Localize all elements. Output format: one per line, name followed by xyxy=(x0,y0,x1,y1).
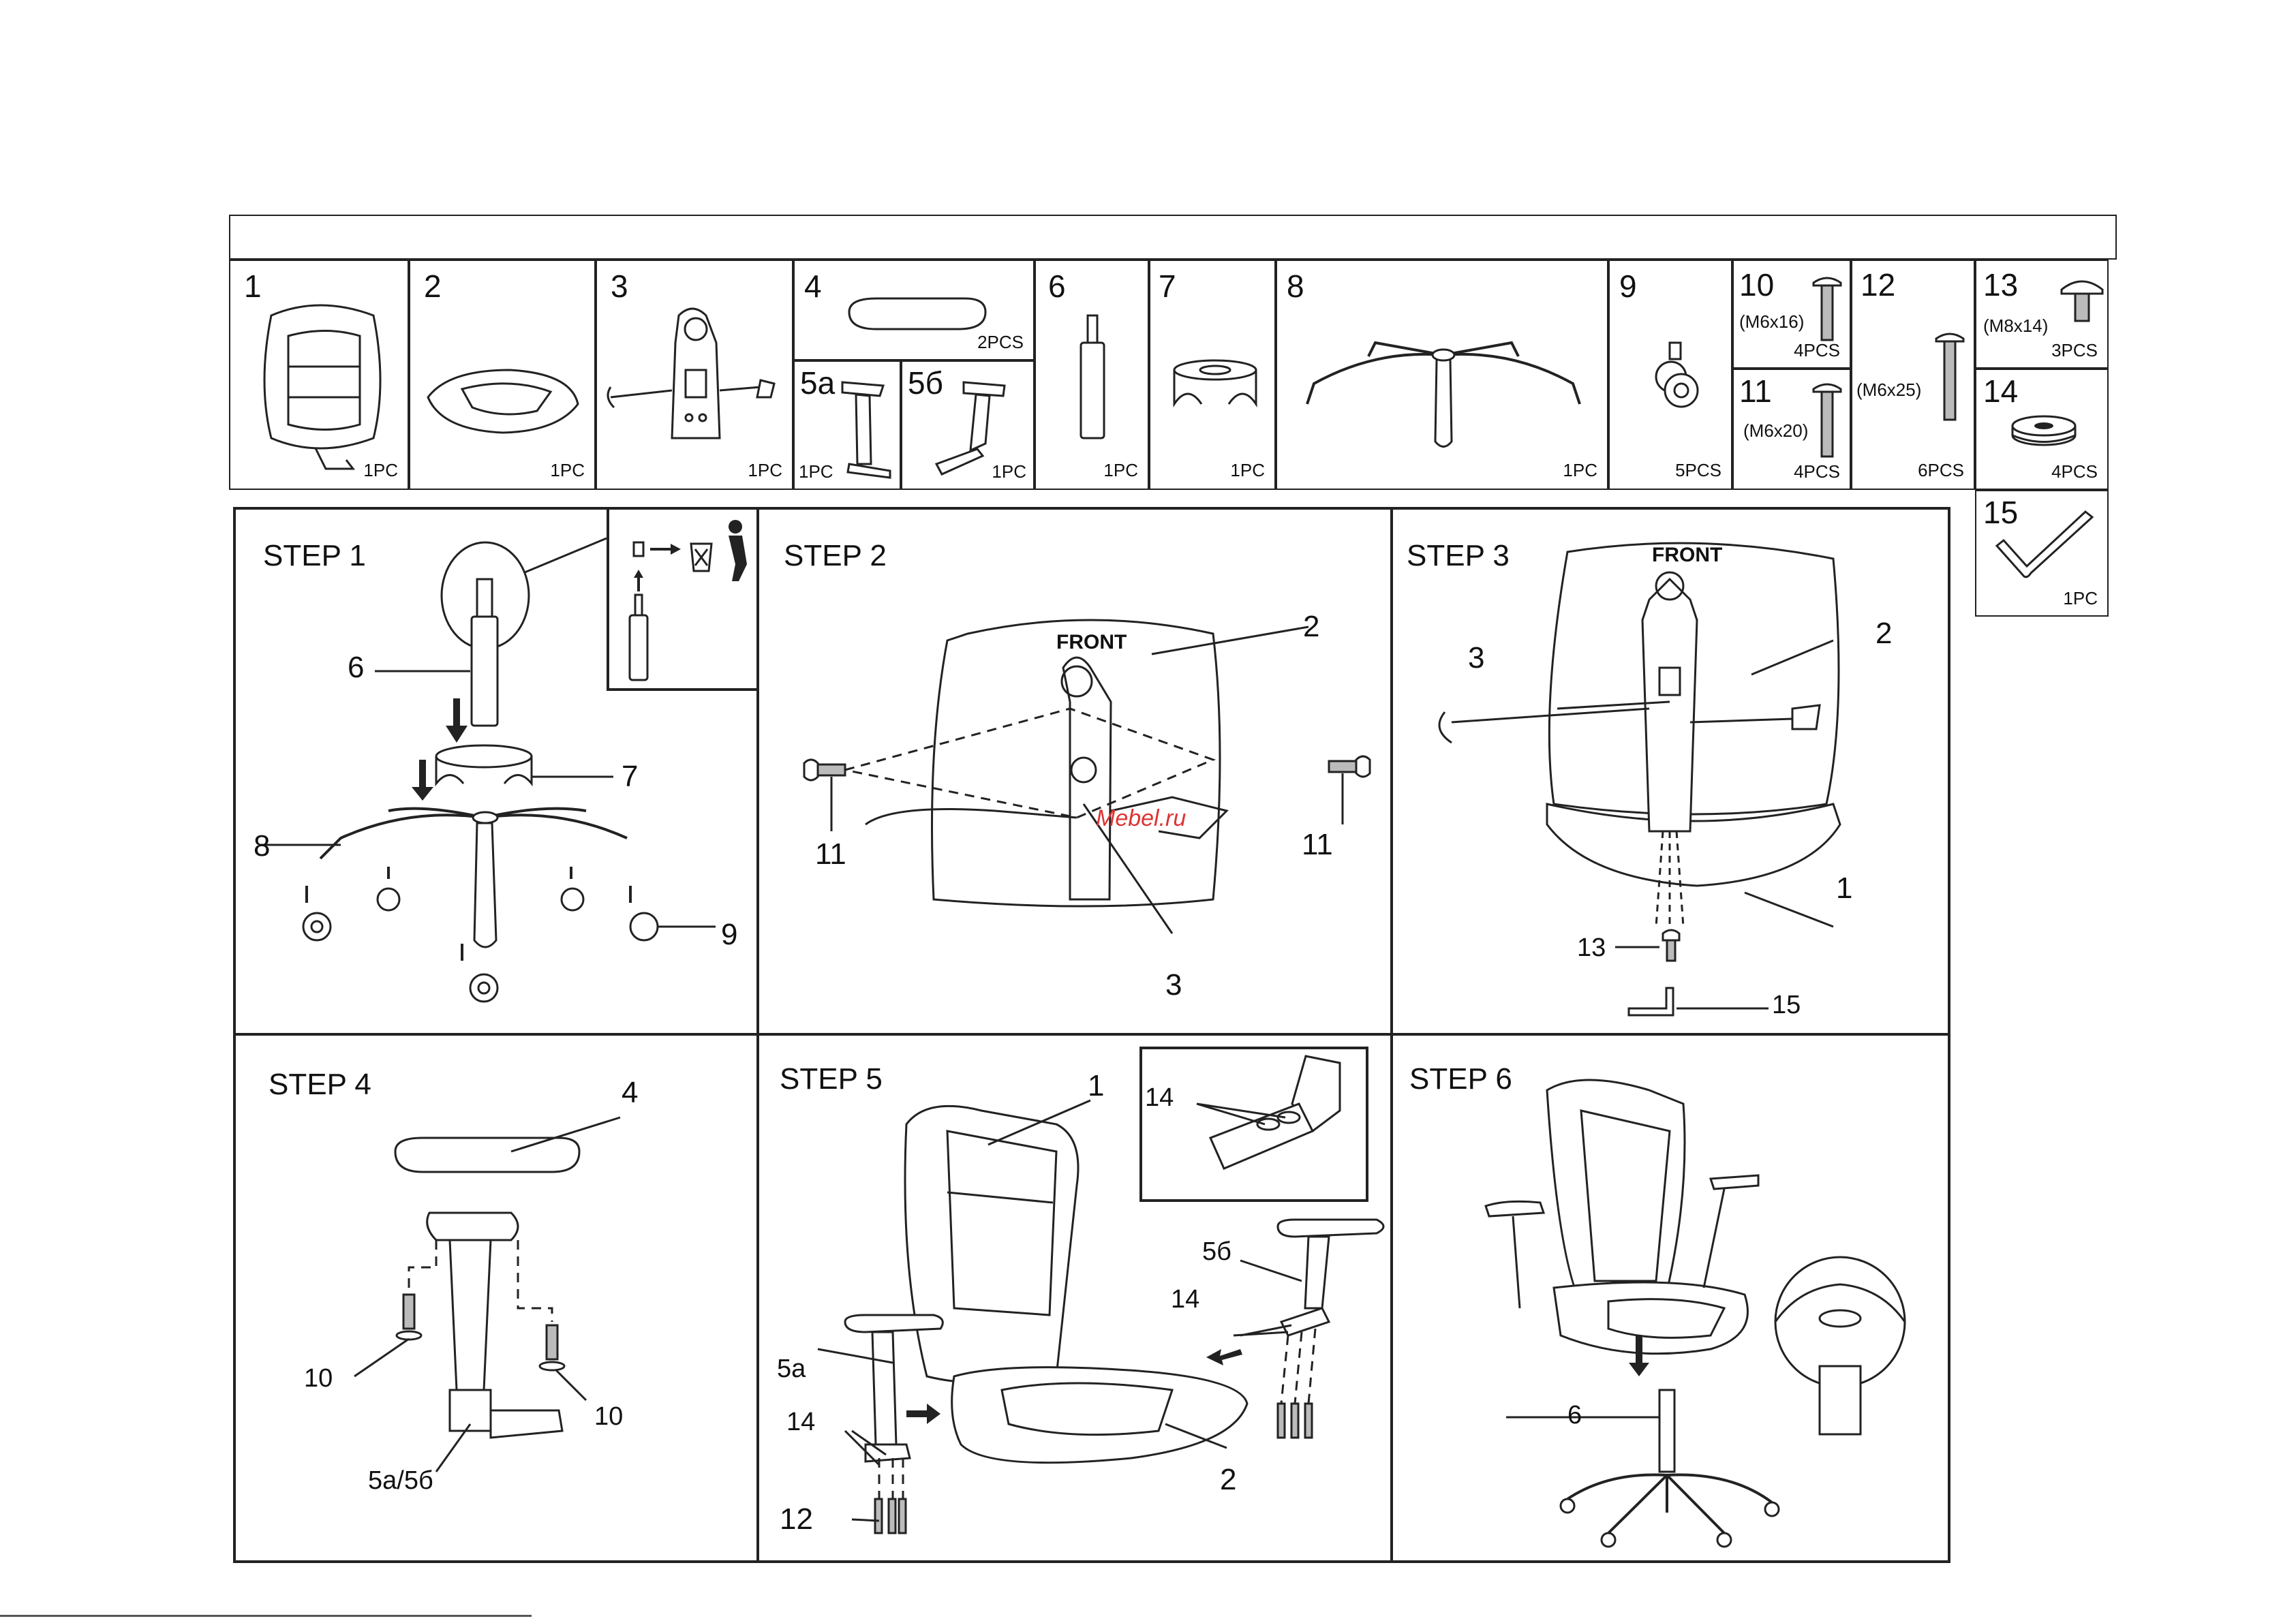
part-cell-7: 7 1PC xyxy=(1149,260,1276,490)
part-cell-3: 3 1PC xyxy=(596,260,793,490)
step-1-inset xyxy=(607,507,759,691)
part-qty: 4PCS xyxy=(1794,463,1840,480)
callout-7: 7 xyxy=(622,762,638,792)
part-qty: 3PCS xyxy=(2051,341,2098,359)
callout-10-right: 10 xyxy=(594,1404,623,1429)
part-number: 3 xyxy=(611,270,628,302)
part-qty: 6PCS xyxy=(1918,461,1964,479)
callout-13: 13 xyxy=(1577,935,1606,961)
part-number: 7 xyxy=(1159,270,1176,302)
callout-9: 9 xyxy=(721,920,737,950)
watermark: Mebel.ru xyxy=(1096,807,1186,830)
callout-2: 2 xyxy=(1876,619,1892,649)
part-qty: 4PCS xyxy=(2051,463,2098,480)
gas-lift-cover-icon xyxy=(1164,356,1266,418)
callout-2: 2 xyxy=(1303,612,1319,642)
callout-3: 3 xyxy=(1165,970,1182,1000)
callout-2: 2 xyxy=(1220,1465,1236,1495)
step-5-illustration xyxy=(763,1063,1404,1567)
callout-15: 15 xyxy=(1772,992,1801,1018)
part-cell-4: 4 2PCS xyxy=(793,260,1035,360)
part-cell-2: 2 1PC xyxy=(409,260,596,490)
callout-14-right: 14 xyxy=(1171,1286,1199,1312)
part-qty: 5PCS xyxy=(1675,461,1721,479)
callout-5a-5b: 5a/5б xyxy=(368,1468,433,1494)
step-3-illustration xyxy=(1424,538,1942,1029)
caster-icon xyxy=(1644,343,1712,418)
seat-cushion-icon xyxy=(421,356,585,452)
part-cell-1: 1 1PC xyxy=(229,260,409,490)
part-number: 13 xyxy=(1983,269,2018,300)
callout-5b: 5б xyxy=(1202,1239,1231,1265)
part-qty: 1PC xyxy=(799,463,833,480)
part-number: 6 xyxy=(1048,270,1066,302)
part-cell-15: 15 1PC xyxy=(1975,490,2109,617)
callout-3: 3 xyxy=(1468,643,1484,673)
armrest-pad-icon xyxy=(842,292,992,339)
part-cell-5b: 5б 1PC xyxy=(901,360,1035,490)
discard-cap-icon xyxy=(616,516,759,687)
part-cell-11: 11 (M6x20) 4PCS xyxy=(1732,369,1851,490)
callout-4: 4 xyxy=(622,1078,638,1108)
washer-icon xyxy=(2006,411,2081,452)
bolt-icon xyxy=(1810,380,1844,461)
part-number: 1 xyxy=(244,270,262,302)
callout-1: 1 xyxy=(1088,1071,1104,1101)
part-cell-13: 13 (M8x14) 3PCS xyxy=(1975,260,2109,369)
part-number: 9 xyxy=(1619,270,1637,302)
callout-1: 1 xyxy=(1836,874,1852,903)
callout-12: 12 xyxy=(780,1504,813,1534)
allen-key-icon xyxy=(1983,505,2106,593)
part-cell-5a: 5a 1PC xyxy=(793,360,901,490)
bolt-icon xyxy=(2058,273,2106,328)
five-star-base-icon xyxy=(1294,336,1593,472)
part-qty: 1PC xyxy=(1103,461,1138,479)
part-number: 14 xyxy=(1983,375,2018,407)
part-spec: (M6x20) xyxy=(1743,422,1808,439)
bolt-icon xyxy=(1810,273,1844,348)
gas-lift-icon xyxy=(1073,315,1114,452)
callout-10-left: 10 xyxy=(304,1365,333,1391)
part-cell-8: 8 1PC xyxy=(1276,260,1608,490)
front-label: FRONT xyxy=(1652,545,1722,566)
backrest-icon xyxy=(251,302,387,479)
step-6-illustration xyxy=(1404,1063,1935,1554)
armrest-left-icon xyxy=(829,375,904,484)
callout-11-right: 11 xyxy=(1302,830,1333,860)
callout-6: 6 xyxy=(1567,1402,1582,1428)
part-spec: (M6x25) xyxy=(1856,381,1921,399)
part-cell-6: 6 1PC xyxy=(1035,260,1149,490)
parts-header-bar xyxy=(229,215,2117,260)
part-cell-9: 9 5PCS xyxy=(1608,260,1732,490)
armrest-right-icon xyxy=(923,375,1018,484)
callout-11-left: 11 xyxy=(815,839,846,869)
part-qty: 1PC xyxy=(550,461,585,479)
step-title: STEP 2 xyxy=(784,541,887,571)
step-2-illustration xyxy=(791,613,1377,995)
front-label: FRONT xyxy=(1056,632,1127,653)
page-bottom-rule xyxy=(0,1615,532,1617)
part-cell-10: 10 (M6x16) 4PCS xyxy=(1732,260,1851,369)
part-number: 8 xyxy=(1287,270,1304,302)
callout-8: 8 xyxy=(254,831,270,861)
part-number: 10 xyxy=(1739,269,1774,300)
callout-14-left: 14 xyxy=(786,1409,815,1435)
part-cell-12: 12 (M6x25) 6PCS xyxy=(1851,260,1975,490)
part-qty: 1PC xyxy=(1230,461,1265,479)
callout-5a: 5a xyxy=(777,1356,806,1382)
part-number: 2 xyxy=(424,270,442,302)
part-spec: (M6x16) xyxy=(1739,313,1804,330)
part-number: 12 xyxy=(1861,269,1895,300)
part-cell-14: 14 4PCS xyxy=(1975,369,2109,490)
bolt-icon xyxy=(1933,329,1967,424)
tilt-mechanism-icon xyxy=(604,302,781,472)
step-4-illustration xyxy=(286,1090,695,1499)
part-spec: (M8x14) xyxy=(1983,317,2048,335)
callout-6: 6 xyxy=(348,653,364,683)
step-1-illustration xyxy=(245,531,627,1008)
part-number: 11 xyxy=(1739,375,1772,407)
part-number: 4 xyxy=(804,270,822,302)
